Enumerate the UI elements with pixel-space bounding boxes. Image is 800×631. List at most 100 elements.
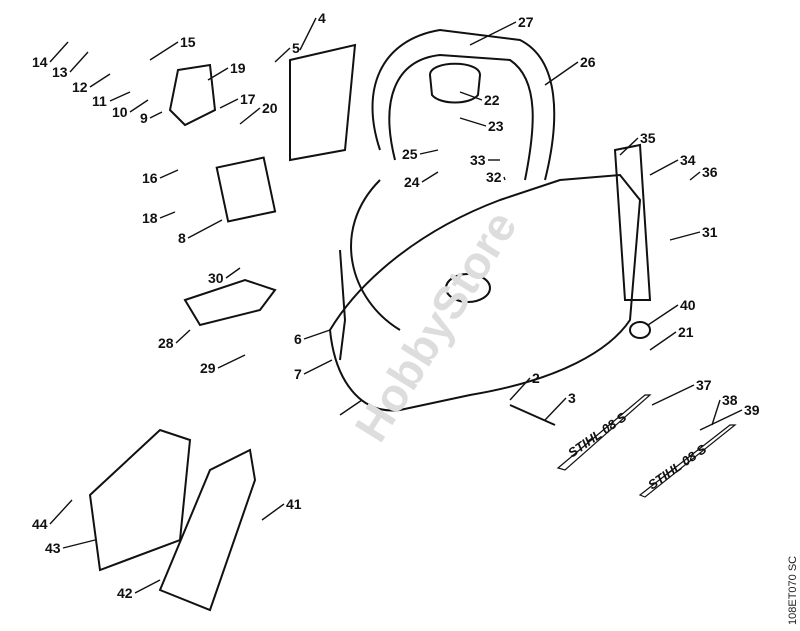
- leader-line: [89, 73, 111, 88]
- leader-line: [261, 503, 285, 521]
- leader-line: [217, 354, 246, 369]
- callout-label: 20: [262, 100, 278, 116]
- callout-7: 7: [294, 359, 333, 382]
- air-filter-cover: [289, 43, 357, 162]
- nameplate-37-text: STIHL 08 S: [565, 409, 629, 460]
- callout-27: 27: [469, 14, 534, 46]
- callout-41: 41: [261, 496, 302, 521]
- leader-line: [207, 67, 229, 81]
- drawing-code: 108ET070 SC: [787, 556, 799, 625]
- fuel-cap: [428, 62, 482, 104]
- leader-line: [649, 159, 679, 176]
- callout-label: 43: [45, 540, 61, 556]
- bolt-3: [509, 404, 556, 426]
- callout-label: 15: [180, 34, 196, 50]
- callout-38: 38: [711, 392, 738, 426]
- leader-line: [421, 171, 439, 183]
- leader-line: [619, 137, 639, 156]
- callout-label: 21: [678, 324, 694, 340]
- callout-35: 35: [619, 130, 656, 156]
- leader-line: [544, 397, 567, 421]
- callout-label: 25: [402, 146, 418, 162]
- callout-17: 17: [219, 91, 256, 109]
- leader-line: [459, 117, 487, 127]
- callout-14: 14: [32, 41, 69, 70]
- callout-15: 15: [149, 34, 196, 61]
- callout-label: 36: [702, 164, 718, 180]
- callout-label: 23: [488, 118, 504, 134]
- leader-line: [134, 579, 161, 594]
- callout-label: 33: [470, 152, 486, 168]
- callout-37: 37: [651, 377, 712, 406]
- callout-label: 8: [178, 230, 186, 246]
- leader-line: [149, 111, 163, 119]
- callout-28: 28: [158, 329, 191, 351]
- callout-39: 39: [699, 402, 760, 431]
- callout-32: 32: [486, 169, 506, 185]
- nameplate-38-text: STIHL 08 S: [645, 441, 709, 492]
- callout-label: 41: [286, 496, 302, 512]
- leader-line: [689, 171, 701, 181]
- callout-4: 4: [299, 10, 326, 51]
- leader-line: [647, 304, 679, 326]
- callout-label: 16: [142, 170, 158, 186]
- leader-line: [711, 399, 721, 426]
- callout-label: 38: [722, 392, 738, 408]
- callout-label: 6: [294, 331, 302, 347]
- leader-line: [651, 384, 695, 406]
- callout-label: 27: [518, 14, 534, 30]
- callout-label: 28: [158, 335, 174, 351]
- callout-30: 30: [208, 267, 241, 286]
- leader-line: [225, 267, 241, 279]
- bumper-spike: [613, 143, 652, 301]
- handle-loop: [350, 179, 401, 331]
- leader-line: [62, 539, 96, 549]
- callout-label: 2: [532, 370, 540, 386]
- watermark: HobbyStore: [344, 202, 526, 451]
- leader-line: [49, 41, 69, 63]
- callout-label: 24: [404, 174, 420, 190]
- callout-label: 19: [230, 60, 246, 76]
- leader-line: [419, 149, 439, 155]
- leader-line: [149, 41, 179, 61]
- leader-line: [649, 331, 677, 351]
- callout-label: 5: [292, 40, 300, 56]
- leader-line: [109, 91, 131, 102]
- callout-31: 31: [669, 224, 718, 241]
- callout-25: 25: [402, 146, 439, 162]
- leader-line: [219, 98, 239, 109]
- callout-33: 33: [470, 152, 500, 168]
- callout-26: 26: [544, 54, 596, 86]
- handle-bar: [371, 28, 556, 181]
- callout-label: 12: [72, 79, 88, 95]
- callout-label: 29: [200, 360, 216, 376]
- leader-line: [69, 51, 89, 73]
- leader-line: [699, 409, 743, 431]
- leader-line: [544, 61, 579, 86]
- leader-line: [503, 176, 506, 181]
- callout-label: 34: [680, 152, 696, 168]
- leader-line: [239, 107, 261, 125]
- leader-line: [299, 17, 317, 51]
- leader-line: [49, 499, 73, 525]
- callout-19: 19: [207, 60, 246, 81]
- callout-label: 4: [318, 10, 326, 26]
- callout-label: 37: [696, 377, 712, 393]
- callout-label: 39: [744, 402, 760, 418]
- leader-line: [187, 219, 223, 239]
- leader-line: [469, 21, 517, 46]
- callout-23: 23: [459, 117, 504, 134]
- callout-label: 14: [32, 54, 48, 70]
- callout-label: 44: [32, 516, 48, 532]
- nameplate-37: STIHL 08 S: [556, 394, 652, 471]
- callout-label: 30: [208, 270, 224, 286]
- callout-label: 22: [484, 92, 500, 108]
- callout-3: 3: [544, 390, 576, 421]
- callout-12: 12: [72, 73, 111, 95]
- callout-13: 13: [52, 51, 89, 80]
- leader-line: [303, 329, 331, 340]
- callout-2: 2: [509, 370, 540, 401]
